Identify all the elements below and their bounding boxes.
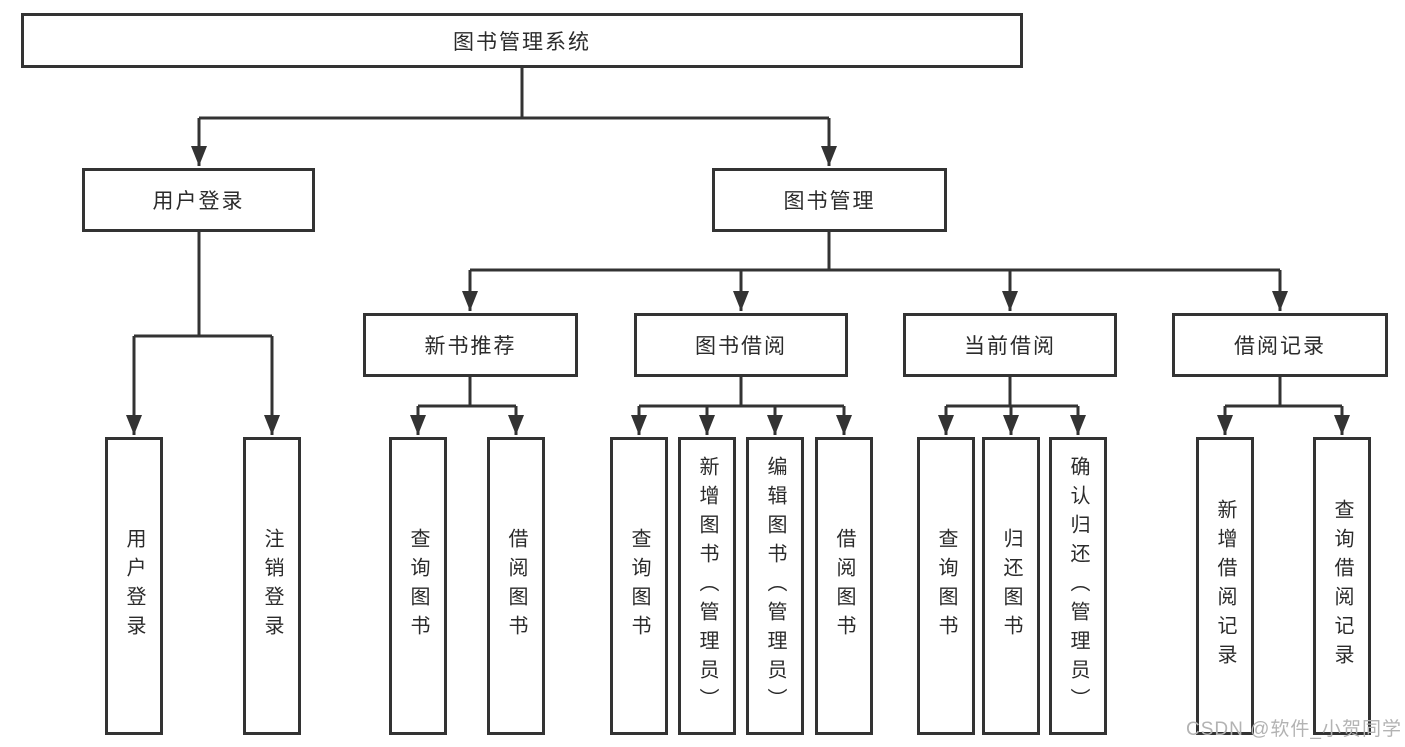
leaf-borrow-books-recommend-label: 借阅图书 (505, 528, 527, 644)
leaf-confirm-return-admin: 确认归还（管理员） (1049, 437, 1107, 735)
leaf-edit-book-admin: 编辑图书（管理员） (746, 437, 804, 735)
node-new-book-recommend: 新书推荐 (363, 313, 578, 377)
leaf-query-books-borrow: 查询图书 (610, 437, 668, 735)
leaf-query-books-borrow-label: 查询图书 (628, 528, 650, 644)
node-borrow-records: 借阅记录 (1172, 313, 1388, 377)
leaf-return-book: 归还图书 (982, 437, 1040, 735)
leaf-user-login: 用户登录 (105, 437, 163, 735)
node-current-borrow: 当前借阅 (903, 313, 1117, 377)
leaf-query-books-recommend-label: 查询图书 (407, 528, 429, 644)
leaf-query-books-recommend: 查询图书 (389, 437, 447, 735)
node-user-login-label: 用户登录 (152, 190, 245, 213)
leaf-add-book-admin-label: 新增图书（管理员） (696, 455, 718, 717)
node-new-book-recommend-label: 新书推荐 (424, 335, 517, 358)
node-book-management: 图书管理 (712, 168, 947, 232)
node-user-login: 用户登录 (82, 168, 315, 232)
node-book-borrow-label: 图书借阅 (695, 335, 787, 358)
leaf-query-books-current: 查询图书 (917, 437, 975, 735)
leaf-borrow-books: 借阅图书 (815, 437, 873, 735)
leaf-return-book-label: 归还图书 (1000, 528, 1022, 644)
leaf-borrow-books-recommend: 借阅图书 (487, 437, 545, 735)
node-book-borrow: 图书借阅 (634, 313, 848, 377)
leaf-logout-label: 注销登录 (261, 528, 283, 644)
node-current-borrow-label: 当前借阅 (964, 335, 1056, 358)
node-borrow-records-label: 借阅记录 (1234, 335, 1326, 358)
leaf-edit-book-admin-label: 编辑图书（管理员） (764, 455, 786, 717)
leaf-borrow-books-label: 借阅图书 (833, 528, 855, 644)
node-root-label: 图书管理系统 (453, 30, 591, 54)
leaf-query-borrow-record-label: 查询借阅记录 (1331, 499, 1353, 673)
leaf-confirm-return-admin-label: 确认归还（管理员） (1067, 455, 1089, 717)
leaf-query-books-current-label: 查询图书 (935, 528, 957, 644)
leaf-user-login-label: 用户登录 (123, 528, 145, 644)
node-root: 图书管理系统 (21, 13, 1023, 68)
node-book-management-label: 图书管理 (783, 190, 876, 213)
leaf-query-borrow-record: 查询借阅记录 (1313, 437, 1371, 735)
csdn-watermark: CSDN @软件_小贺同学 (1186, 719, 1402, 740)
leaf-add-book-admin: 新增图书（管理员） (678, 437, 736, 735)
leaf-add-borrow-record-label: 新增借阅记录 (1214, 499, 1236, 673)
leaf-logout: 注销登录 (243, 437, 301, 735)
leaf-add-borrow-record: 新增借阅记录 (1196, 437, 1254, 735)
